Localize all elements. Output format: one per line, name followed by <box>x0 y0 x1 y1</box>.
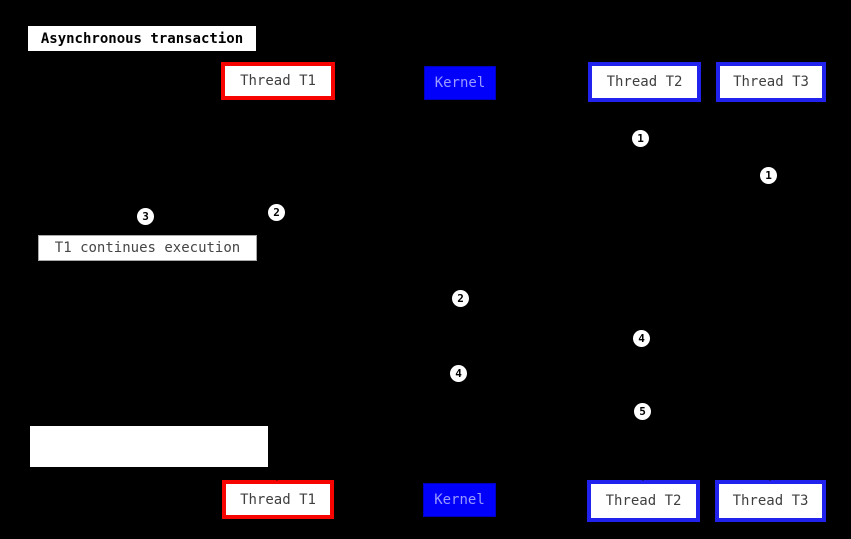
sequence-marker-4b: 4 <box>450 365 467 382</box>
sequence-marker-1: 1 <box>632 130 649 147</box>
participant-thread-t3-top: Thread T3 <box>716 62 826 102</box>
sequence-marker-2b: 2 <box>452 290 469 307</box>
arrowhead-down-icon <box>272 474 282 481</box>
participant-thread-t3-bottom: Thread T3 <box>715 480 826 522</box>
sequence-marker-2: 2 <box>268 204 285 221</box>
arrowhead-down-icon <box>638 474 648 481</box>
participant-thread-t1-bottom: Thread T1 <box>222 480 334 519</box>
sequence-marker-3: 3 <box>137 208 154 225</box>
participant-thread-t1-top: Thread T1 <box>221 62 335 100</box>
participant-thread-t2-top: Thread T2 <box>588 62 701 102</box>
participant-kernel-top: Kernel <box>424 66 496 100</box>
sequence-marker-1b: 1 <box>760 167 777 184</box>
arrowhead-down-icon <box>765 474 775 481</box>
diagram-title: Asynchronous transaction <box>28 26 256 51</box>
participant-kernel-bottom: Kernel <box>423 483 496 517</box>
note-empty-box <box>30 426 268 467</box>
note-t1-continues-execution: T1 continues execution <box>38 235 257 261</box>
participant-thread-t2-bottom: Thread T2 <box>587 480 700 522</box>
sequence-marker-5: 5 <box>634 403 651 420</box>
sequence-marker-4: 4 <box>633 330 650 347</box>
